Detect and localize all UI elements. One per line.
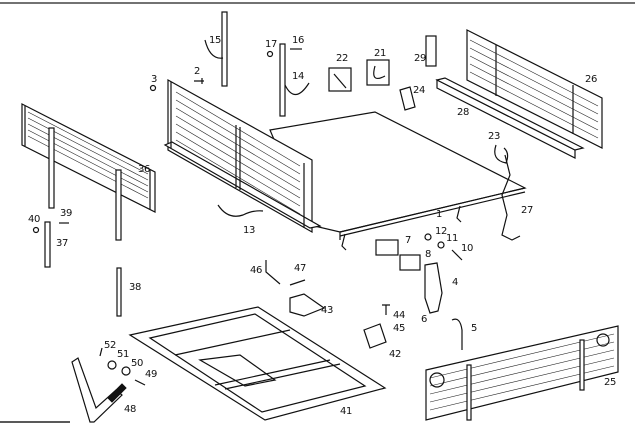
part-label-37: 37 xyxy=(56,238,69,249)
part-label-24: 24 xyxy=(413,85,426,96)
part-label-1: 1 xyxy=(436,209,443,220)
part-label-8: 8 xyxy=(425,249,432,260)
part-label-6: 6 xyxy=(421,314,428,325)
step-bracket-48 xyxy=(71,357,127,423)
part-label-45: 45 xyxy=(393,323,406,334)
part-label-3: 3 xyxy=(151,74,158,85)
part-label-21: 21 xyxy=(374,48,387,59)
part-label-39: 39 xyxy=(60,208,73,219)
hardware xyxy=(32,11,521,386)
part-label-16: 16 xyxy=(292,35,305,46)
part-label-4: 4 xyxy=(452,277,459,288)
part-label-36: 36 xyxy=(138,164,151,175)
part-label-43: 43 xyxy=(321,305,334,316)
part-label-13: 13 xyxy=(243,225,256,236)
part-label-23: 23 xyxy=(488,131,501,142)
part-label-14: 14 xyxy=(292,71,305,82)
part-label-40: 40 xyxy=(28,214,41,225)
part-label-5: 5 xyxy=(471,323,478,334)
part-label-2: 2 xyxy=(194,66,201,77)
part-label-27: 27 xyxy=(521,205,534,216)
part-label-44: 44 xyxy=(393,310,406,321)
rear-panel-26 xyxy=(466,29,603,149)
part-label-38: 38 xyxy=(129,282,142,293)
part-label-46: 46 xyxy=(250,265,263,276)
part-label-42: 42 xyxy=(389,349,402,360)
part-label-11: 11 xyxy=(446,233,459,244)
part-label-7: 7 xyxy=(405,235,412,246)
part-label-15: 15 xyxy=(209,35,222,46)
part-label-51: 51 xyxy=(117,349,130,360)
part-label-48: 48 xyxy=(124,404,137,415)
part-label-47: 47 xyxy=(294,263,307,274)
part-label-17: 17 xyxy=(265,39,278,50)
part-label-52: 52 xyxy=(104,340,117,351)
part-label-41: 41 xyxy=(340,406,353,417)
part-label-29: 29 xyxy=(414,53,427,64)
part-label-50: 50 xyxy=(131,358,144,369)
side-panel-36 xyxy=(21,103,156,241)
part-label-28: 28 xyxy=(457,107,470,118)
part-label-25: 25 xyxy=(604,377,617,388)
part-label-12: 12 xyxy=(435,226,448,237)
part-label-10: 10 xyxy=(461,243,474,254)
part-label-49: 49 xyxy=(145,369,158,380)
bed-side-panel xyxy=(163,78,322,234)
part-label-26: 26 xyxy=(585,74,598,85)
part-label-22: 22 xyxy=(336,53,349,64)
sub-frame-41 xyxy=(128,306,387,421)
beam-28 xyxy=(435,77,585,159)
side-panel-25 xyxy=(425,325,619,421)
